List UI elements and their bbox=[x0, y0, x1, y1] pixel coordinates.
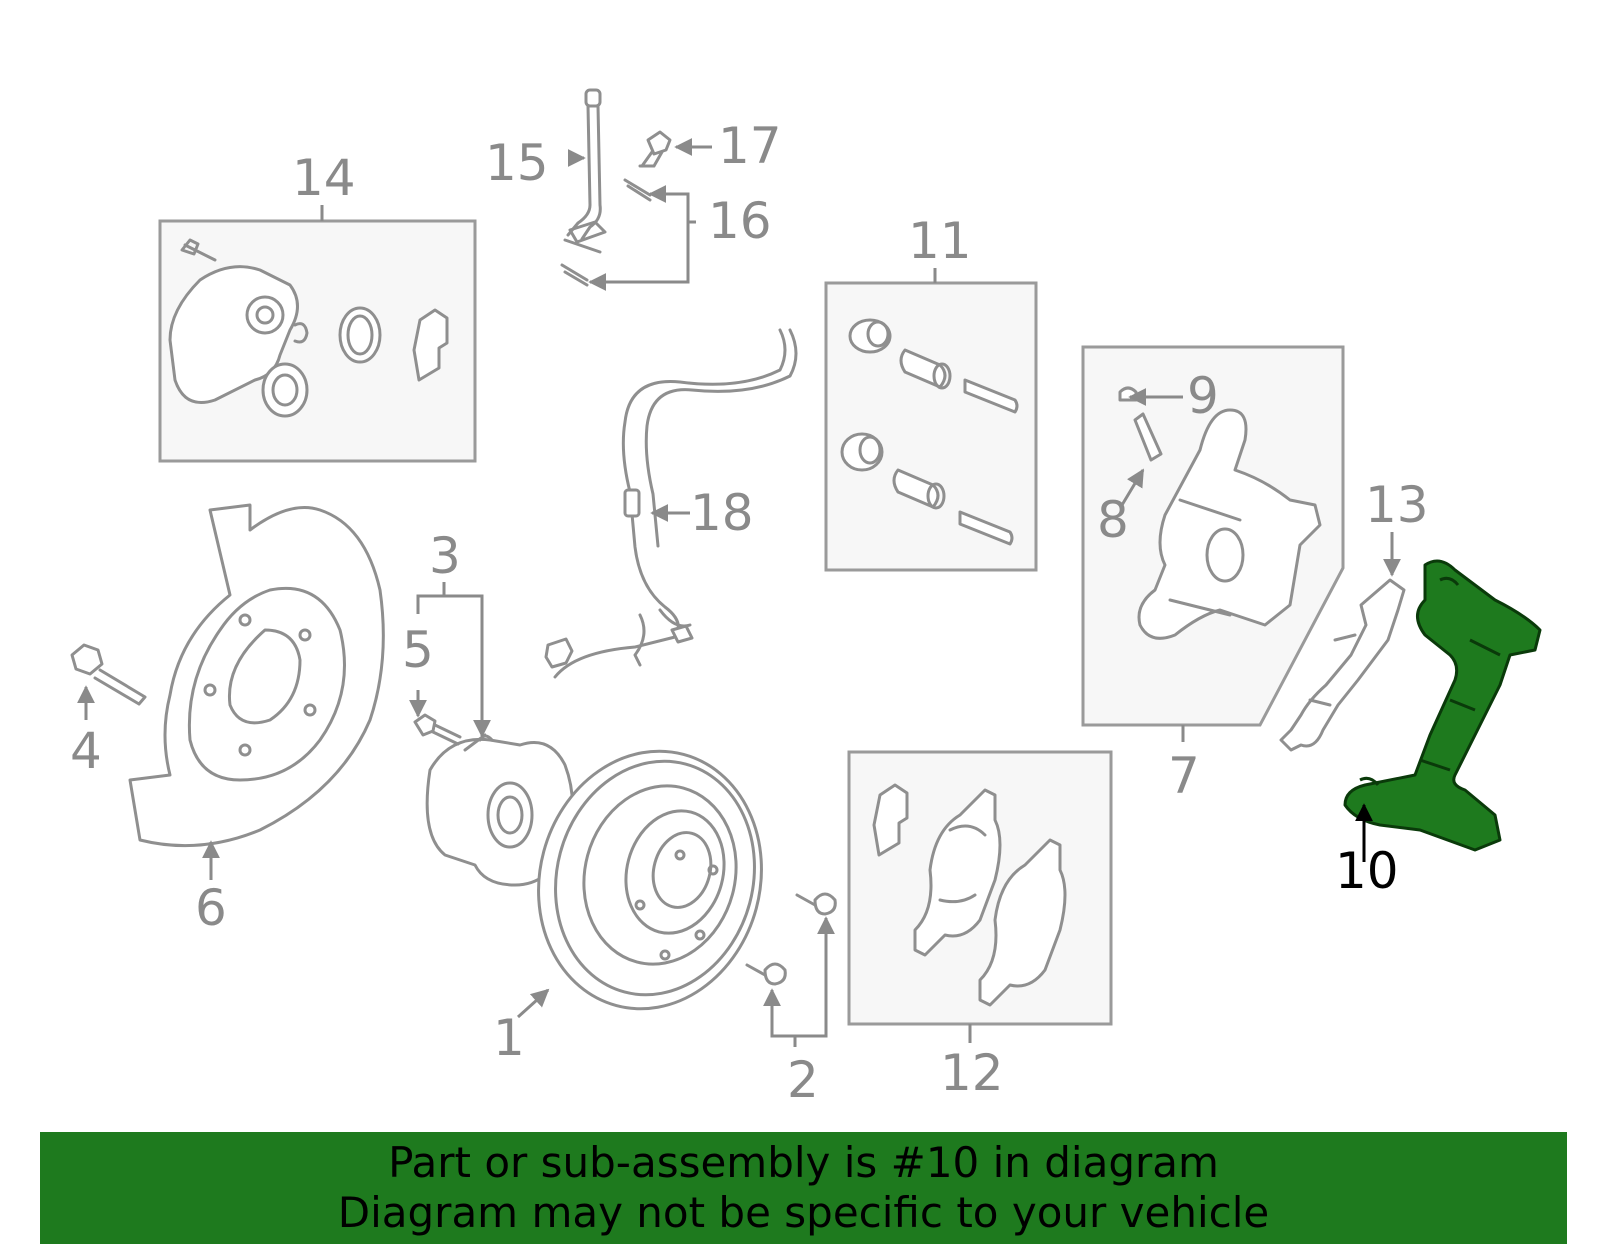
callout-4: 4 bbox=[70, 722, 102, 780]
info-banner: Part or sub-assembly is #10 in diagram D… bbox=[40, 1132, 1567, 1244]
leader-1 bbox=[516, 988, 550, 1019]
leader-8 bbox=[1120, 468, 1145, 506]
banner-line-1: Part or sub-assembly is #10 in diagram bbox=[388, 1138, 1219, 1187]
part-10-caliper-bracket bbox=[1343, 559, 1542, 852]
callout-5: 5 bbox=[402, 621, 434, 679]
leader-3a bbox=[416, 594, 491, 738]
part-18-abs-sensor bbox=[544, 328, 798, 679]
part-6-dust-shield bbox=[128, 503, 385, 848]
leader-2b bbox=[763, 988, 795, 1038]
part-4-bolt bbox=[70, 643, 147, 706]
callout-7: 7 bbox=[1168, 747, 1200, 805]
part-16-clips bbox=[560, 178, 652, 287]
callout-8: 8 bbox=[1097, 491, 1129, 549]
callout-1: 1 bbox=[493, 1009, 525, 1067]
part-14-actuator-box bbox=[158, 219, 477, 463]
callout-9: 9 bbox=[1187, 367, 1219, 425]
part-1-rotor bbox=[537, 749, 763, 1011]
callout-12: 12 bbox=[940, 1044, 1004, 1102]
part-5-bolt bbox=[413, 713, 462, 746]
callout-14: 14 bbox=[292, 149, 356, 207]
callout-3: 3 bbox=[429, 527, 461, 585]
callout-13: 13 bbox=[1365, 476, 1429, 534]
callout-6: 6 bbox=[195, 879, 227, 937]
part-2-rotor-screws bbox=[745, 892, 837, 986]
banner-line-2: Diagram may not be specific to your vehi… bbox=[337, 1188, 1270, 1237]
leader-2a bbox=[793, 916, 835, 1047]
part-12-brake-pads-box bbox=[847, 750, 1113, 1026]
callout-2: 2 bbox=[787, 1051, 819, 1109]
part-13-anti-rattle-spring bbox=[1279, 578, 1406, 752]
leader-16b bbox=[588, 222, 690, 291]
part-15-brake-hose bbox=[563, 88, 607, 254]
callout-15: 15 bbox=[485, 134, 549, 192]
callout-16: 16 bbox=[708, 192, 772, 250]
leader-16a bbox=[648, 185, 696, 224]
part-7-caliper-box bbox=[1081, 345, 1345, 727]
callout-17: 17 bbox=[718, 117, 782, 175]
part-17-bolt bbox=[638, 130, 672, 168]
part-11-pin-kit-box bbox=[824, 281, 1038, 572]
callout-18: 18 bbox=[690, 484, 754, 542]
callout-10: 10 bbox=[1335, 842, 1399, 900]
callout-11: 11 bbox=[908, 212, 972, 270]
